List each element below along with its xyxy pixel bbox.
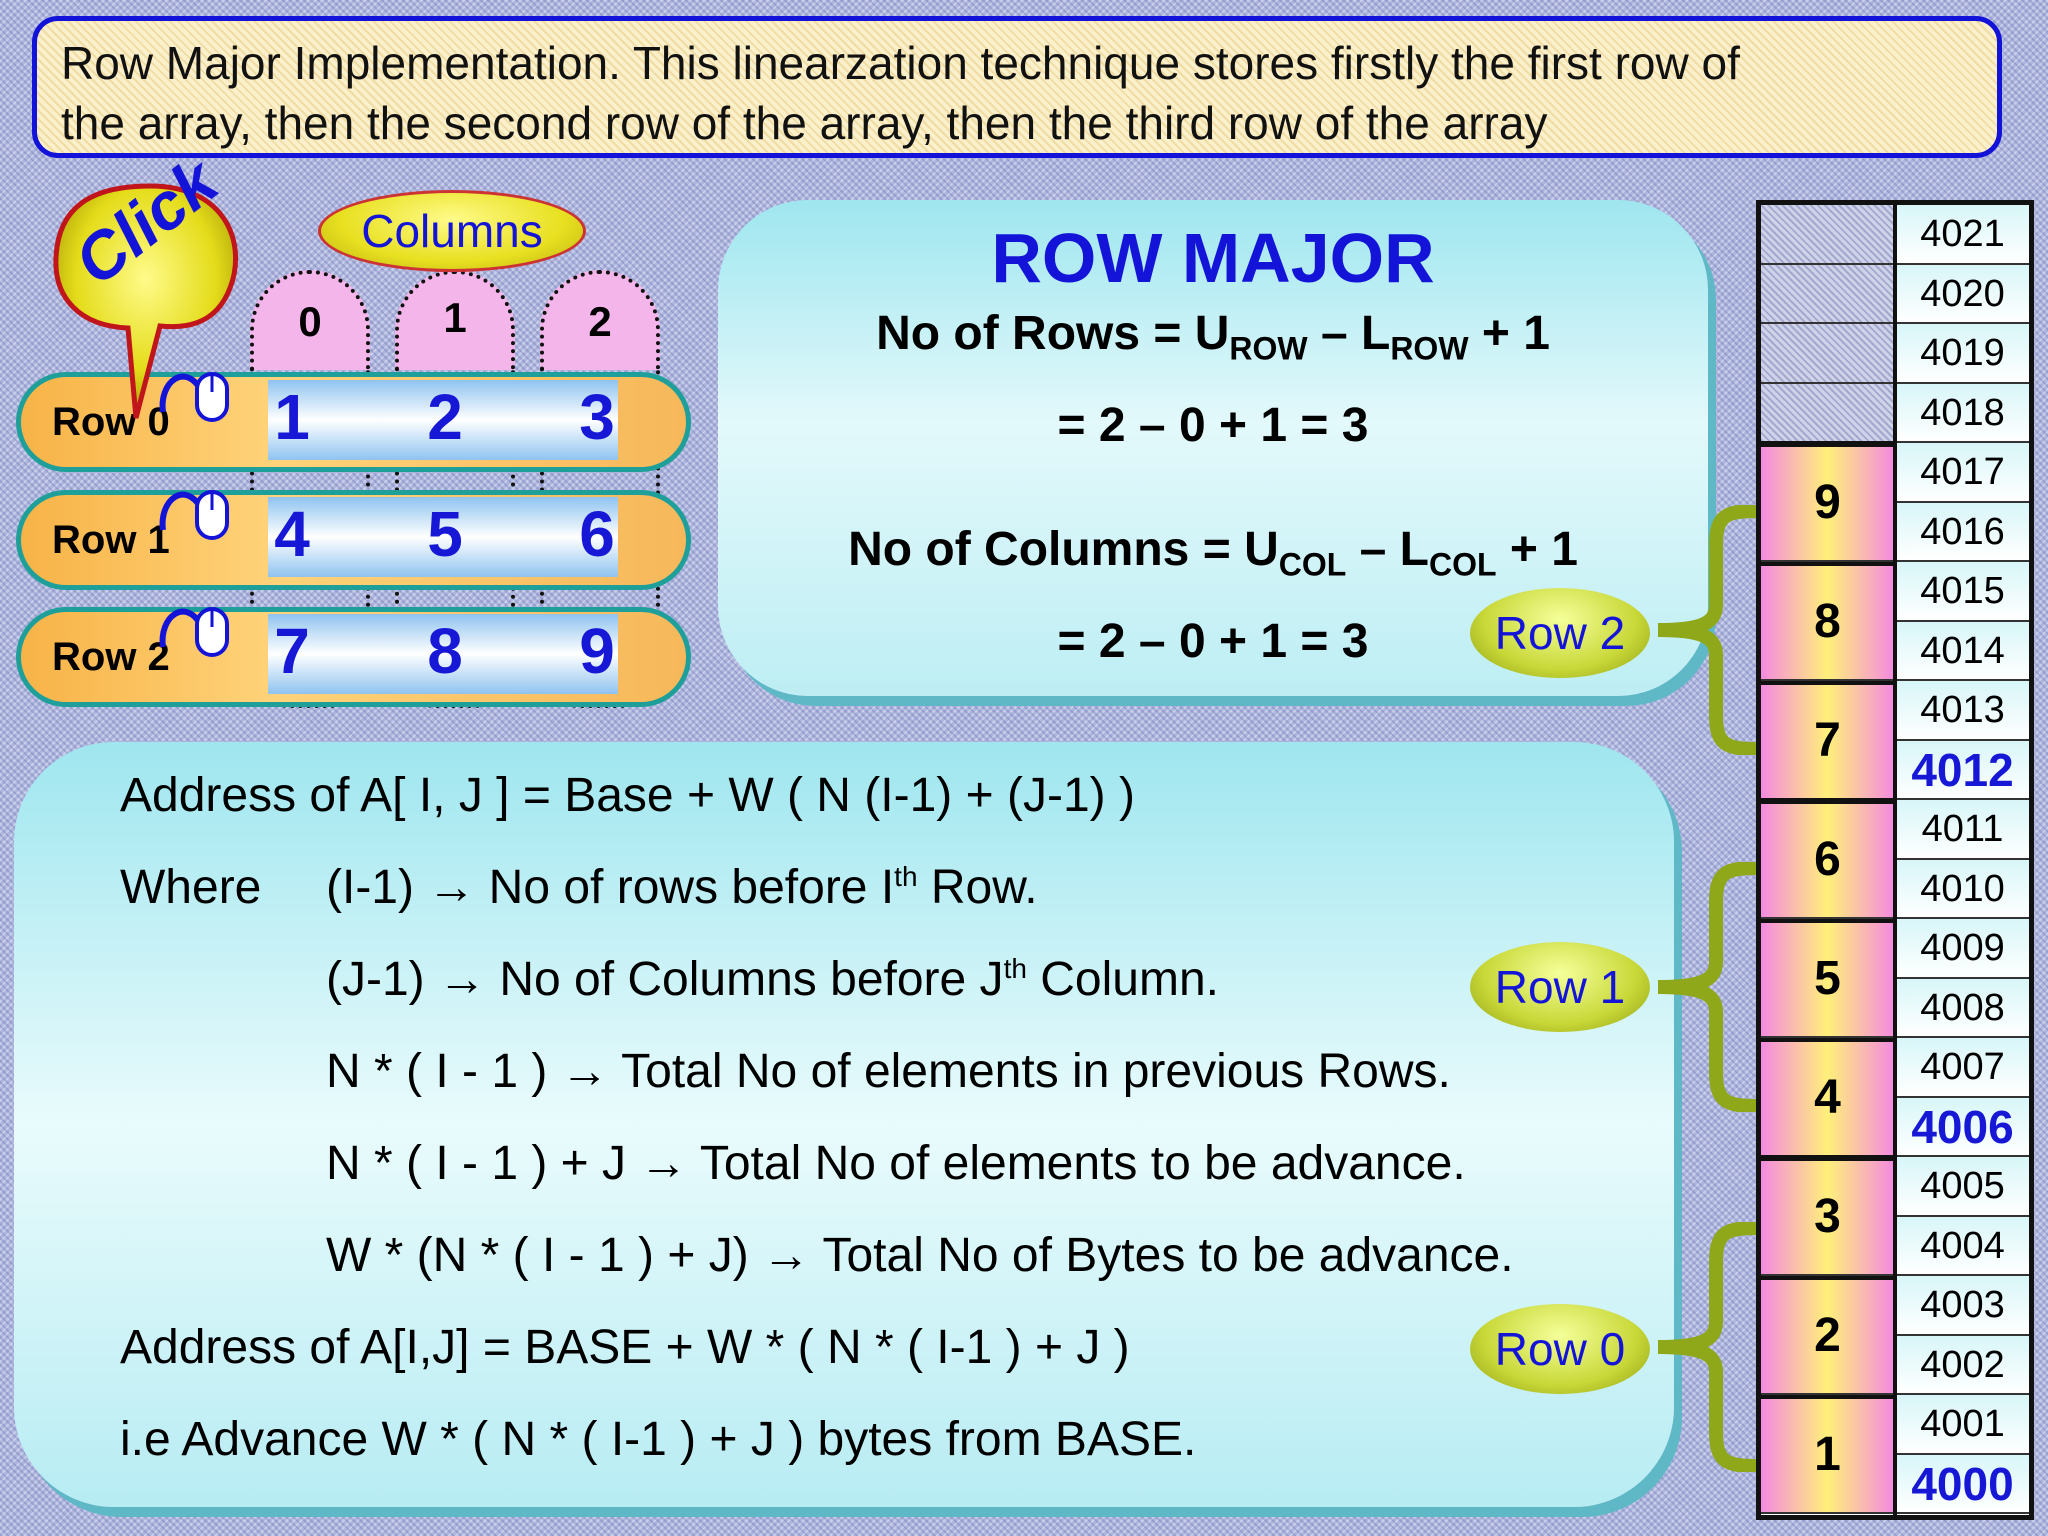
memory-address-4016: 4016: [1896, 502, 2029, 562]
memory-address-4021: 4021: [1896, 205, 2029, 265]
where-label: Where: [120, 861, 262, 914]
memory-value: 7: [1814, 714, 1841, 767]
memory-value-cell: [1761, 919, 1894, 1038]
cell-2-1: 8: [427, 615, 463, 687]
row-2-cells: [268, 614, 618, 694]
memory-address-4006: 4006: [1896, 1097, 2029, 1157]
cell-2-2: 9: [579, 615, 615, 687]
column-index-1: 1: [443, 294, 467, 341]
row-1-label: Row 1: [52, 518, 170, 562]
memory-address-4003: 4003: [1896, 1276, 2029, 1336]
memory-address-4017: 4017: [1896, 443, 2029, 503]
cell-0-1: 2: [427, 381, 463, 453]
row-0-tag: Row 0: [1470, 1304, 1650, 1394]
memory-value-cell: [1761, 1038, 1894, 1157]
column-index-0: 0: [298, 298, 322, 345]
memory-address-4004: 4004: [1896, 1216, 2029, 1276]
memory-address-4019: 4019: [1896, 324, 2029, 384]
memory-value: 6: [1814, 833, 1841, 886]
memory-address-4013: 4013: [1896, 681, 2029, 741]
memory-address-4002: 4002: [1896, 1335, 2029, 1395]
where-previous-rows: N * ( I - 1 ) → Total No of elements in …: [326, 1045, 1451, 1098]
row-2-label: Row 2: [52, 635, 170, 679]
cell-1-0: 4: [274, 498, 310, 570]
address-formula-3: i.e Advance W * ( N * ( I-1 ) + J ) byte…: [120, 1413, 1197, 1466]
row-0-label: Row 0: [52, 400, 170, 444]
cell-0-2: 3: [579, 381, 615, 453]
columns-result: = 2 – 0 + 1 = 3: [1057, 615, 1369, 668]
cell-2-0: 7: [274, 615, 310, 687]
memory-value: 9: [1814, 476, 1841, 529]
column-2-cap: [540, 270, 660, 370]
brace-icon: [1657, 505, 1762, 755]
memory-empty-cell: [1761, 264, 1894, 324]
column-0-cap: [250, 270, 370, 370]
mouse-cursor-icon[interactable]: [155, 587, 237, 667]
header-banner: Row Major Implementation. This linearzat…: [32, 16, 2002, 158]
row-1-cells: [268, 497, 618, 577]
rows-result: = 2 – 0 + 1 = 3: [1057, 399, 1369, 452]
memory-address-4007: 4007: [1896, 1038, 2029, 1098]
column-index-2: 2: [588, 298, 612, 345]
cell-1-1: 5: [427, 498, 463, 570]
address-formula-1: Address of A[ I, J ] = Base + W ( N (I-1…: [120, 769, 1135, 822]
memory-value-cell: [1761, 443, 1894, 562]
click-balloon-shape[interactable]: [50, 178, 250, 428]
memory-address-4012: 4012: [1896, 740, 2029, 800]
memory-value-cell: [1761, 562, 1894, 681]
memory-empty-cell: [1761, 324, 1894, 384]
columns-label: Columns: [318, 190, 586, 272]
memory-address-4001: 4001: [1896, 1395, 2029, 1455]
mouse-cursor-icon[interactable]: [155, 352, 237, 432]
memory-value: 2: [1814, 1309, 1841, 1362]
memory-value-cell: [1761, 1395, 1894, 1514]
brace-icon: [1657, 1222, 1762, 1472]
memory-address-4018: 4018: [1896, 383, 2029, 443]
memory-value: 5: [1814, 952, 1841, 1005]
memory-value-cell: [1761, 1276, 1894, 1395]
row-0-cells: [268, 380, 618, 460]
cell-1-2: 6: [579, 498, 615, 570]
mouse-cursor-icon[interactable]: [155, 470, 237, 550]
memory-address-4014: 4014: [1896, 621, 2029, 681]
where-rows-before: (I-1) → No of rows before Ith Row.: [326, 861, 1038, 914]
where-elements-advance: N * ( I - 1 ) + J → Total No of elements…: [326, 1137, 1466, 1190]
memory-value: 3: [1814, 1190, 1841, 1243]
memory-address-4005: 4005: [1896, 1157, 2029, 1217]
row-1-tag: Row 1: [1470, 942, 1650, 1032]
memory-address-4009: 4009: [1896, 919, 2029, 979]
column-1-cap: [395, 270, 515, 370]
where-columns-before: (J-1) → No of Columns before Jth Column.: [326, 953, 1219, 1006]
row-major-title: ROW MAJOR: [991, 219, 1435, 297]
memory-value: 4: [1814, 1071, 1841, 1124]
header-line-2: the array, then the second row of the ar…: [61, 97, 1548, 149]
memory-value: 8: [1814, 595, 1841, 648]
address-formula-2: Address of A[I,J] = BASE + W * ( N * ( I…: [120, 1321, 1130, 1374]
memory-address-4008: 4008: [1896, 978, 2029, 1038]
address-formula-panel: [14, 742, 1674, 1507]
columns-formula: No of Columns = UCOL – LCOL + 1: [848, 523, 1578, 583]
where-bytes-advance: W * (N * ( I - 1 ) + J) → Total No of By…: [326, 1229, 1514, 1282]
memory-address-4000: 4000: [1896, 1454, 2029, 1514]
memory-value-cell: [1761, 681, 1894, 800]
row-2-tag: Row 2: [1470, 588, 1650, 678]
memory-empty-cell: [1761, 205, 1894, 265]
memory-address-4011: 4011: [1896, 800, 2029, 860]
brace-icon: [1657, 862, 1762, 1112]
cell-0-0: 1: [274, 381, 310, 453]
memory-separator: [1893, 205, 1897, 1515]
memory-address-4010: 4010: [1896, 859, 2029, 919]
header-line-1: Row Major Implementation. This linearzat…: [61, 37, 1740, 89]
rows-formula: No of Rows = UROW – LROW + 1: [876, 307, 1550, 367]
memory-address-4020: 4020: [1896, 264, 2029, 324]
memory-value: 1: [1814, 1428, 1841, 1481]
memory-address-4015: 4015: [1896, 562, 2029, 622]
memory-empty-cell: [1761, 383, 1894, 443]
